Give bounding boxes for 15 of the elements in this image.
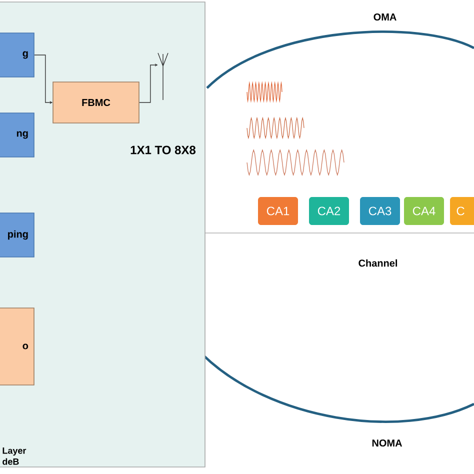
carrier-box: CA3: [360, 197, 400, 225]
process-box: ping: [0, 212, 34, 258]
text-label: Channel: [358, 259, 398, 267]
process-box: g: [0, 32, 34, 78]
carrier-box: CA1: [258, 197, 298, 225]
text-label: 1X1 TO 8X8: [130, 146, 196, 154]
text-label: OMA: [374, 13, 396, 21]
process-box: o: [0, 308, 34, 386]
process-box: FBMC: [52, 82, 140, 124]
antenna-symbol: [158, 52, 168, 100]
carrier-box: C: [450, 197, 474, 225]
process-box: ng: [0, 112, 34, 158]
carrier-box: CA4: [404, 197, 444, 225]
carrier-box: CA2: [309, 197, 349, 225]
text-label: NOMA: [372, 439, 402, 447]
